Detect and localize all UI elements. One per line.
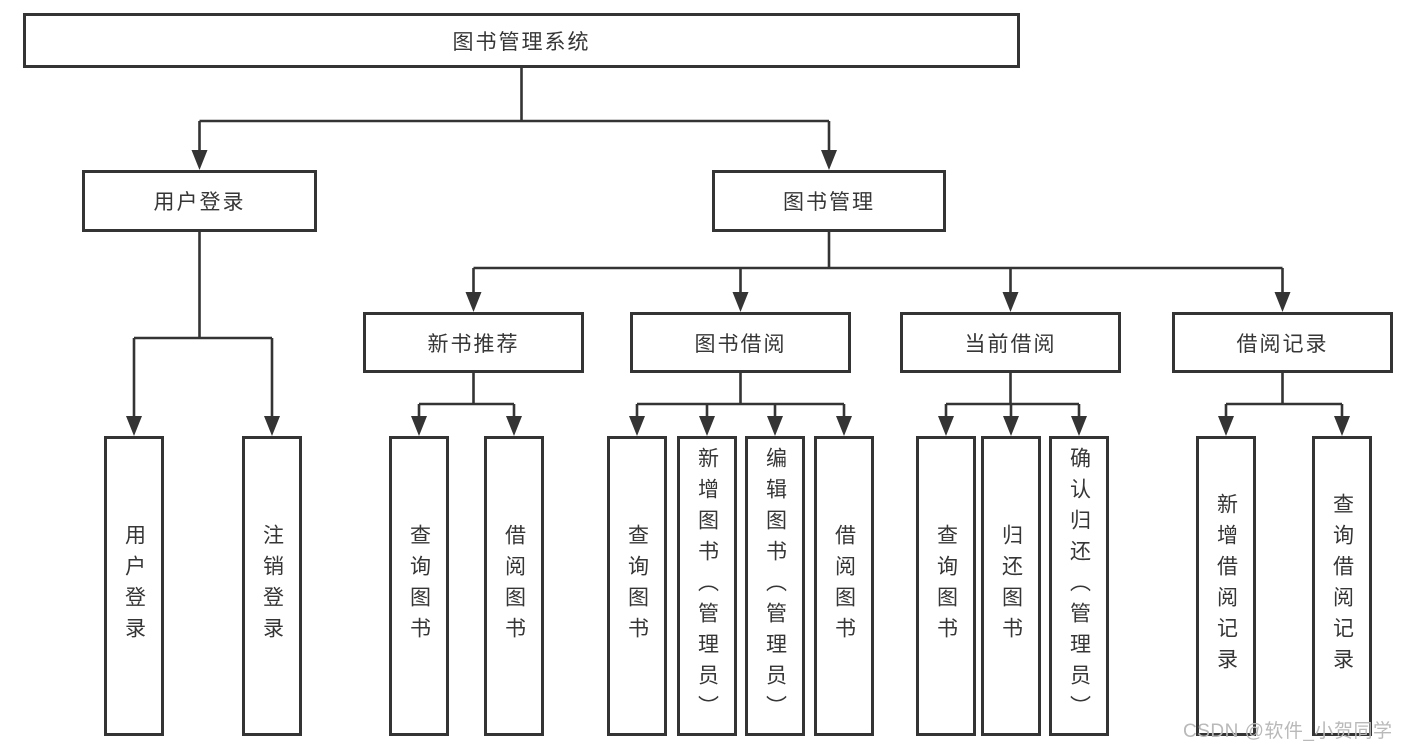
node-user-login: 用户登录: [82, 170, 317, 232]
arrow-down-icon: [411, 416, 427, 436]
arrow-down-icon: [1003, 416, 1019, 436]
arrow-down-icon: [821, 150, 837, 170]
arrow-down-icon: [699, 416, 715, 436]
connector-line: [198, 68, 831, 152]
node-book-management-label: 图书管理: [783, 191, 875, 214]
arrow-down-icon: [191, 150, 208, 170]
leaf-add-books-admin-label: 新增图书（管理员）: [695, 446, 719, 726]
leaf-query-books-borrowing: 查询图书: [607, 436, 667, 736]
csdn-watermark: CSDN @软件_小贺同学: [1183, 721, 1393, 742]
arrow-down-icon: [629, 416, 645, 436]
leaf-confirm-return-admin-label: 确认归还（管理员）: [1067, 446, 1091, 726]
node-current-borrowing: 当前借阅: [900, 312, 1121, 373]
node-user-login-label: 用户登录: [153, 191, 246, 214]
node-borrowing-records: 借阅记录: [1172, 312, 1393, 373]
leaf-return-books: 归还图书: [981, 436, 1041, 736]
node-book-borrowing-label: 图书借阅: [694, 332, 787, 356]
leaf-query-books-recommendation: 查询图书: [389, 436, 449, 736]
arrow-down-icon: [767, 416, 783, 436]
arrow-down-icon: [938, 416, 954, 436]
leaf-user-login: 用户登录: [104, 436, 164, 736]
connector-current-borrowing-to-leaves: [938, 373, 1087, 436]
connector-line: [417, 373, 516, 418]
connector-user-login-to-leaves: [126, 232, 280, 436]
connector-line: [1224, 373, 1344, 418]
arrow-down-icon: [264, 416, 280, 436]
leaf-add-borrow-record: 新增借阅记录: [1196, 436, 1256, 736]
arrow-down-icon: [1002, 292, 1019, 312]
leaf-logout-login: 注销登录: [242, 436, 302, 736]
leaf-borrow-books-recommendation-label: 借阅图书: [502, 524, 526, 648]
connector-new-book-recommendation-to-leaves: [411, 373, 522, 436]
node-library-management-system: 图书管理系统: [23, 13, 1020, 68]
node-book-borrowing: 图书借阅: [630, 312, 851, 373]
arrow-down-icon: [1071, 416, 1087, 436]
arrow-down-icon: [126, 416, 142, 436]
leaf-add-books-admin: 新增图书（管理员）: [677, 436, 737, 736]
leaf-edit-books-admin: 编辑图书（管理员）: [745, 436, 805, 736]
leaf-borrow-books-borrowing-label: 借阅图书: [832, 524, 856, 648]
leaf-query-books-current: 查询图书: [916, 436, 976, 736]
leaf-query-books-borrowing-label: 查询图书: [625, 524, 649, 648]
leaf-borrow-books-borrowing: 借阅图书: [814, 436, 874, 736]
connector-book-management-to-level2: [465, 232, 1291, 312]
connector-book-borrowing-to-leaves: [629, 373, 852, 436]
arrow-down-icon: [1334, 416, 1350, 436]
arrow-down-icon: [836, 416, 852, 436]
node-borrowing-records-label: 借阅记录: [1236, 332, 1329, 356]
node-current-borrowing-label: 当前借阅: [964, 332, 1057, 356]
leaf-query-books-current-label: 查询图书: [934, 524, 958, 648]
arrow-down-icon: [732, 292, 749, 312]
leaf-confirm-return-admin: 确认归还（管理员）: [1049, 436, 1109, 736]
leaf-query-borrow-record: 查询借阅记录: [1312, 436, 1372, 736]
leaf-return-books-label: 归还图书: [999, 524, 1023, 648]
connector-root-to-level1: [191, 68, 837, 170]
leaf-user-login-label: 用户登录: [122, 524, 146, 648]
connector-line: [635, 373, 846, 418]
leaf-edit-books-admin-label: 编辑图书（管理员）: [763, 446, 787, 726]
leaf-borrow-books-recommendation: 借阅图书: [484, 436, 544, 736]
connector-line: [944, 373, 1081, 418]
node-book-management: 图书管理: [712, 170, 946, 232]
node-library-management-system-label: 图书管理系统: [452, 30, 591, 54]
arrow-down-icon: [1274, 292, 1291, 312]
arrow-down-icon: [506, 416, 522, 436]
connector-borrowing-records-to-leaves: [1218, 373, 1350, 436]
arrow-down-icon: [465, 292, 482, 312]
leaf-add-borrow-record-label: 新增借阅记录: [1214, 493, 1238, 679]
connector-line: [132, 232, 274, 418]
node-new-book-recommendation: 新书推荐: [363, 312, 584, 373]
leaf-query-borrow-record-label: 查询借阅记录: [1330, 493, 1354, 679]
leaf-logout-login-label: 注销登录: [260, 524, 284, 648]
connector-line: [472, 232, 1284, 294]
node-new-book-recommendation-label: 新书推荐: [427, 332, 520, 356]
leaf-query-books-recommendation-label: 查询图书: [407, 524, 431, 648]
arrow-down-icon: [1218, 416, 1234, 436]
